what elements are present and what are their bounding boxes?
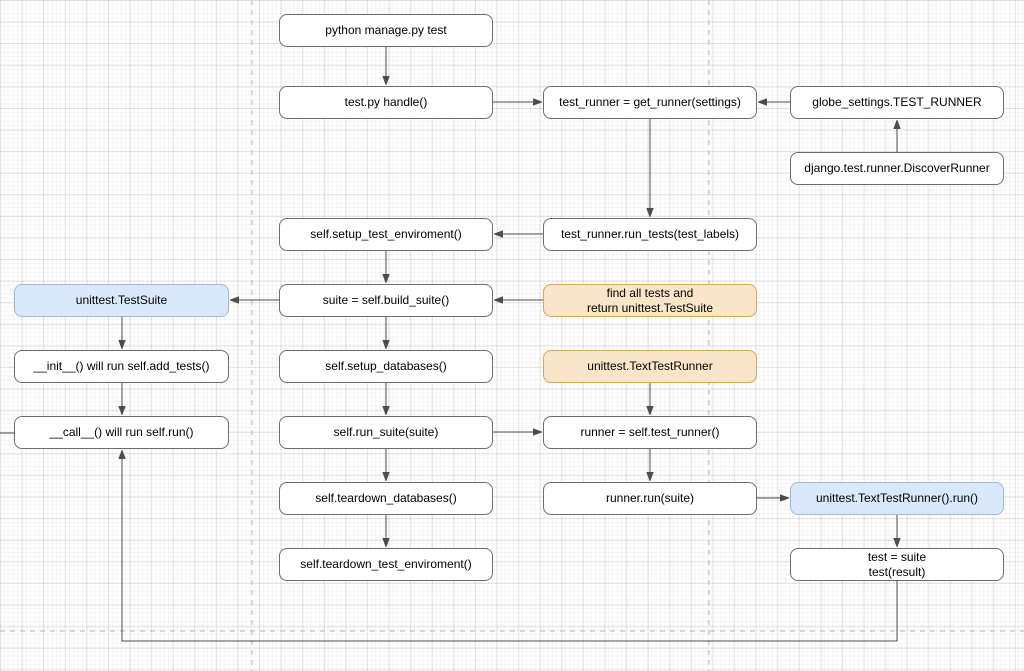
- flow-node-run-suite[interactable]: self.run_suite(suite): [279, 416, 493, 449]
- flow-node-test-suite-result[interactable]: test = suite test(result): [790, 548, 1004, 581]
- flow-node-init-add-tests[interactable]: __init__() will run self.add_tests(): [14, 350, 229, 383]
- flow-node-runner-run-suite[interactable]: runner.run(suite): [543, 482, 757, 515]
- flow-node-build-suite[interactable]: suite = self.build_suite(): [279, 284, 493, 317]
- flow-node-test-py-handle[interactable]: test.py handle(): [279, 86, 493, 119]
- flow-node-test-runner-call[interactable]: runner = self.test_runner(): [543, 416, 757, 449]
- flow-node-manage-py-test[interactable]: python manage.py test: [279, 14, 493, 47]
- flow-node-find-all-tests-note[interactable]: find all tests and return unittest.TestS…: [543, 284, 757, 317]
- flow-node-texttestrunner-note[interactable]: unittest.TextTestRunner: [543, 350, 757, 383]
- flow-node-globe-settings[interactable]: globe_settings.TEST_RUNNER: [790, 86, 1004, 119]
- flow-node-discover-runner[interactable]: django.test.runner.DiscoverRunner: [790, 152, 1004, 185]
- flow-node-run-tests[interactable]: test_runner.run_tests(test_labels): [543, 218, 757, 251]
- flow-node-setup-test-enviroment[interactable]: self.setup_test_enviroment(): [279, 218, 493, 251]
- edge-testresult-loop-to-call[interactable]: [122, 451, 898, 642]
- flow-node-call-run[interactable]: __call__() will run self.run(): [14, 416, 229, 449]
- flow-node-unittest-testsuite[interactable]: unittest.TestSuite: [14, 284, 229, 317]
- flow-node-teardown-databases[interactable]: self.teardown_databases(): [279, 482, 493, 515]
- flow-node-teardown-test-enviroment[interactable]: self.teardown_test_enviroment(): [279, 548, 493, 581]
- flow-node-get-runner[interactable]: test_runner = get_runner(settings): [543, 86, 757, 119]
- flow-node-setup-databases[interactable]: self.setup_databases(): [279, 350, 493, 383]
- flow-node-texttestrunner-run[interactable]: unittest.TextTestRunner().run(): [790, 482, 1004, 515]
